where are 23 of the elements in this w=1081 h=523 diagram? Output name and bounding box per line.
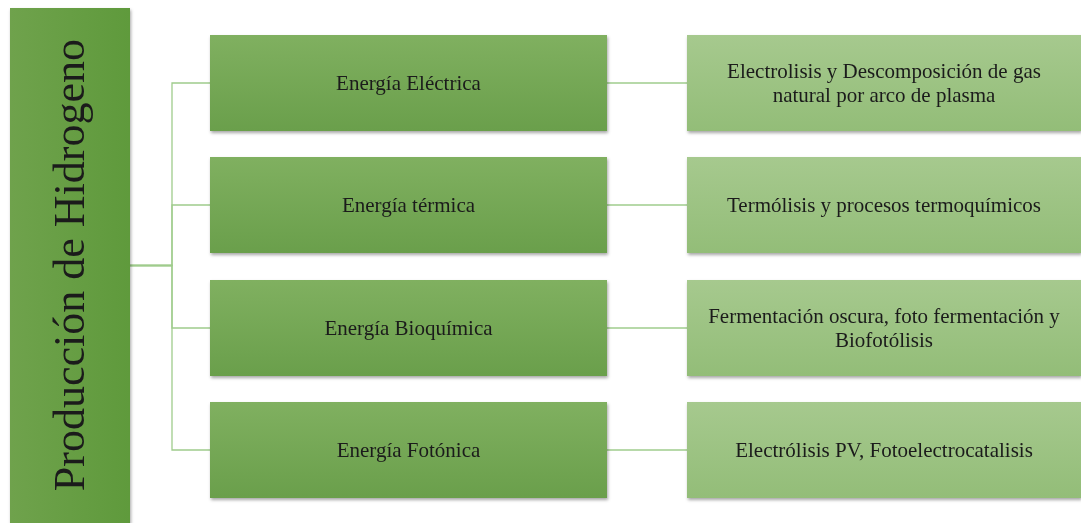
box-label: Electrólisis PV, Fotoelectrocatalisis [735, 437, 1033, 463]
box-label: Termólisis y procesos termoquímicos [726, 192, 1042, 218]
category-box [210, 402, 607, 498]
box-label: Energía Bioquímica [324, 315, 493, 341]
process-box [687, 157, 1081, 253]
title-box [10, 8, 130, 523]
box-label: Producción de Hidrogeno [44, 39, 95, 492]
box-label: Electrolisis y Descomposición de gas natural por arco de plasma [726, 58, 1042, 108]
category-box [210, 280, 607, 376]
box-label: Energía térmica [341, 192, 476, 218]
connector-line [606, 449, 688, 451]
connector-line [606, 204, 688, 206]
process-box [687, 35, 1081, 131]
process-box [687, 402, 1081, 498]
category-box [210, 157, 607, 253]
category-box [210, 35, 607, 131]
box-label: Fermentación oscura, foto fermentación y Biofotólisis [707, 303, 1061, 353]
box-label: Energía Eléctrica [336, 70, 481, 96]
connector-line [606, 82, 688, 84]
connector-line [129, 264, 211, 451]
connector-line [606, 327, 688, 329]
box-label: Energía Fotónica [336, 437, 481, 463]
process-box [687, 280, 1081, 376]
